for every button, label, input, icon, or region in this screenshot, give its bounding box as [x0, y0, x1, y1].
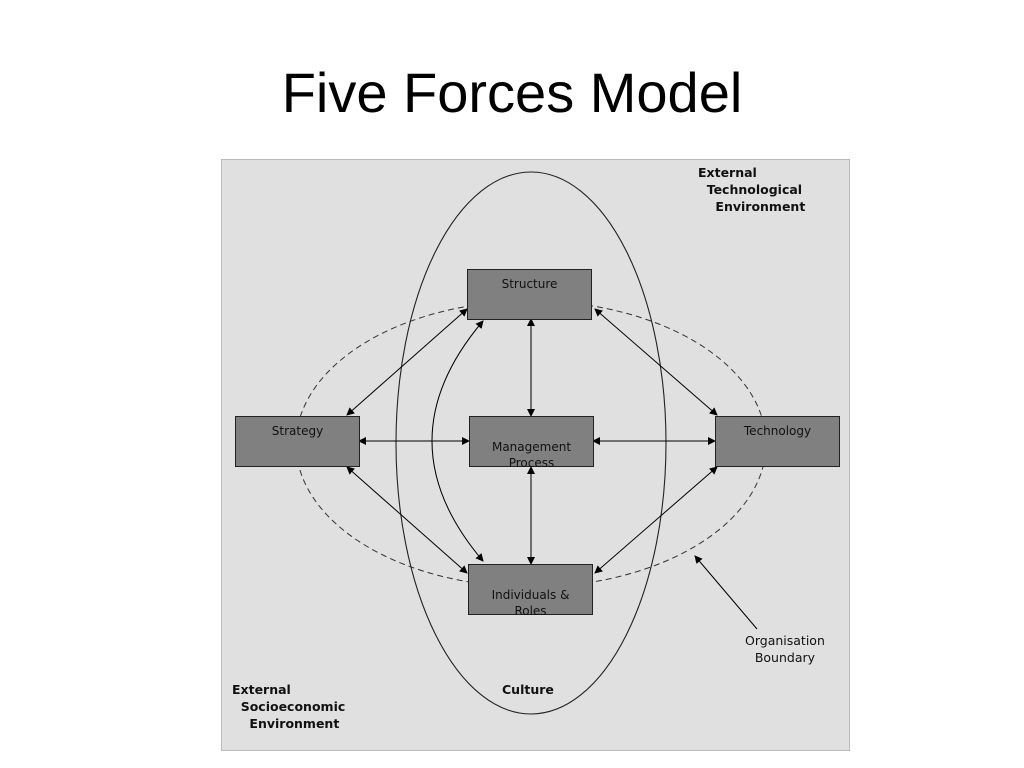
node-technology-label: Technology: [743, 424, 812, 438]
node-individuals-label: Individuals & Roles: [491, 588, 570, 618]
label-culture: Culture: [502, 682, 554, 697]
arrow-technology-individuals: [594, 466, 718, 574]
node-structure: Structure: [467, 269, 592, 320]
arrow-structure-strategy: [346, 308, 468, 416]
label-organisation-boundary: Organisation Boundary: [745, 633, 825, 665]
five-forces-diagram: Structure Strategy Management Process Te…: [221, 159, 850, 751]
node-management-process: Management Process: [469, 416, 594, 470]
node-technology: Technology: [715, 416, 840, 467]
node-strategy: Strategy: [235, 416, 360, 467]
arrow-organisation-boundary: [694, 555, 758, 630]
arrow-strategy-individuals: [346, 466, 468, 574]
node-structure-label: Structure: [501, 277, 558, 291]
node-management-label: Management Process: [491, 440, 572, 470]
arrow-structure-technology: [594, 308, 718, 416]
node-strategy-label: Strategy: [271, 424, 324, 438]
node-individuals-roles: Individuals & Roles: [468, 564, 593, 618]
label-external-technological-environment: External Technological Environment: [698, 165, 806, 214]
slide-title: Five Forces Model: [281, 61, 743, 124]
arrow-structure-individuals-curved: [431, 320, 484, 562]
label-external-socioeconomic-environment: External Socioeconomic Environment: [232, 682, 346, 731]
